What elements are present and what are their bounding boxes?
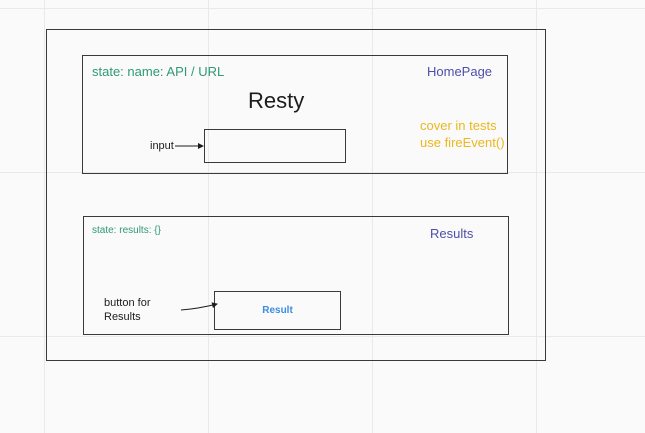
- results-box: [83, 216, 509, 335]
- button-note-line1: button for: [104, 297, 151, 309]
- input-label: input: [150, 140, 174, 152]
- test-note-line2: use fireEvent(): [420, 135, 505, 150]
- results-state-label: state: results: {}: [92, 225, 161, 236]
- result-button-box: Result: [214, 291, 341, 330]
- result-button-label: Result: [262, 305, 293, 316]
- url-input-box: [204, 129, 346, 163]
- app-title: Resty: [248, 88, 305, 113]
- homepage-state-label: state: name: API / URL: [92, 64, 225, 79]
- homepage-component-name: HomePage: [427, 64, 493, 79]
- results-component-name: Results: [430, 226, 474, 241]
- app-container-box: [46, 29, 546, 361]
- homepage-box: [82, 55, 508, 174]
- button-note-line2: Results: [104, 311, 141, 323]
- button-arrow: [180, 302, 218, 311]
- test-note-line1: cover in tests: [420, 118, 497, 133]
